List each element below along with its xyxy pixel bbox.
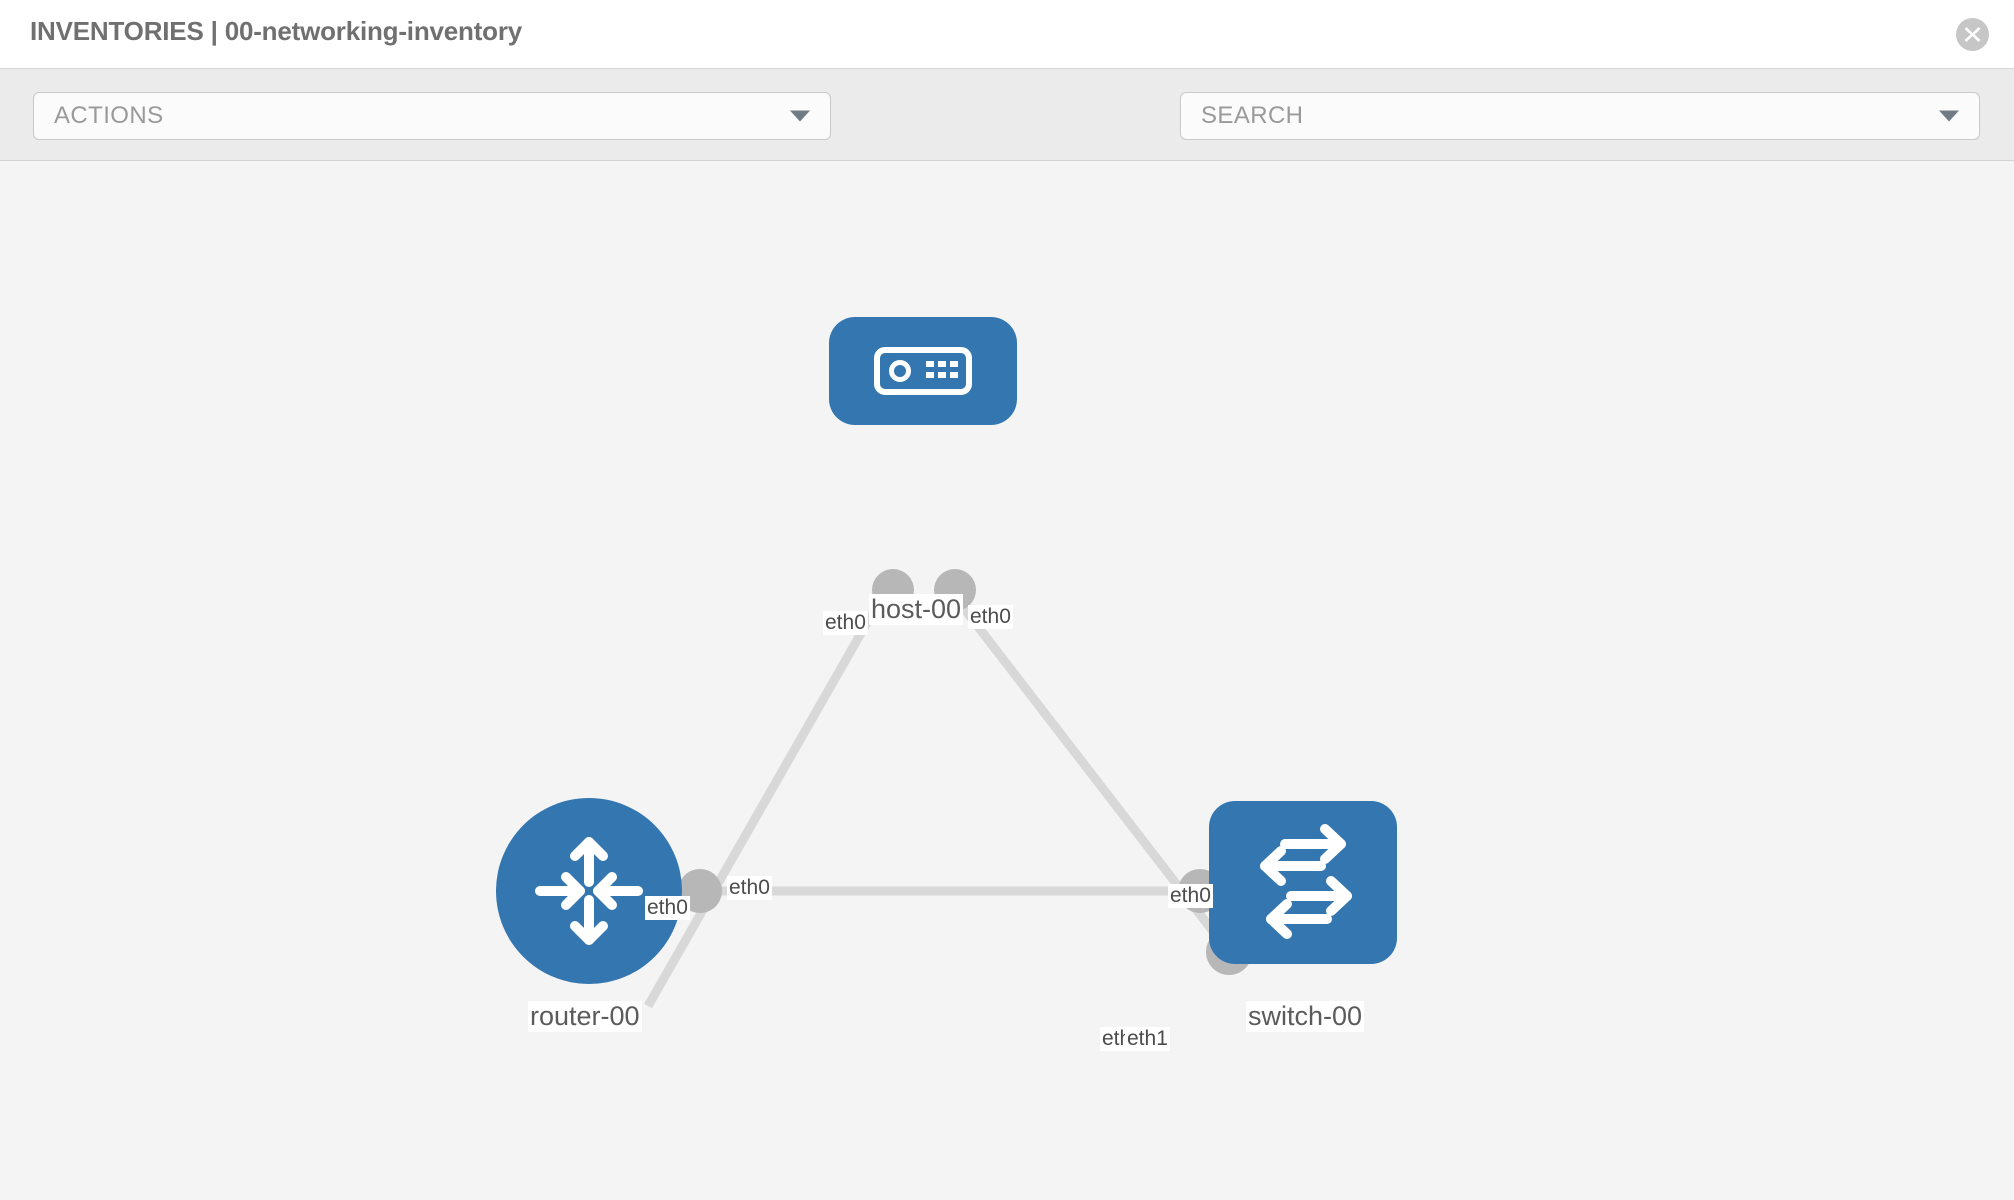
node-label-router-00: router-00 (528, 1001, 642, 1032)
close-button[interactable] (1956, 18, 1989, 51)
node-router-shape[interactable] (496, 798, 682, 984)
search-placeholder: SEARCH (1201, 102, 1304, 129)
node-switch-00[interactable] (1209, 801, 1397, 964)
router-arrows-icon (535, 837, 643, 945)
edge-label-router-upper: eth0 (645, 896, 690, 920)
node-switch-shape[interactable] (1209, 801, 1397, 964)
page-title: INVENTORIES | 00-networking-inventory (30, 16, 523, 46)
chevron-down-icon (1939, 110, 1959, 122)
page-header: INVENTORIES | 00-networking-inventory (0, 0, 2014, 69)
node-label-switch-00: switch-00 (1246, 1001, 1365, 1032)
actions-dropdown[interactable]: ACTIONS (33, 92, 831, 140)
switch-arrows-icon (1260, 823, 1352, 939)
actions-dropdown-label: ACTIONS (54, 102, 164, 129)
edge-label-switch-left: eth1 (1125, 1027, 1170, 1051)
node-host-shape[interactable] (829, 317, 1017, 425)
topology-canvas[interactable]: host-00 router (0, 161, 2014, 1200)
edge-label-host-left: eth0 (823, 611, 868, 635)
edge-label-router-right: eth0 (727, 876, 772, 900)
toolbar: ACTIONS SEARCH (0, 69, 2014, 198)
close-icon (1964, 27, 1981, 42)
chevron-down-icon (790, 110, 810, 122)
search-input[interactable]: SEARCH (1180, 92, 1980, 140)
node-label-host-00: host-00 (869, 594, 964, 625)
server-icon (874, 347, 972, 395)
node-router-00[interactable] (496, 798, 682, 984)
node-host-00[interactable] (829, 317, 1017, 425)
edge-label-host-right: eth0 (968, 605, 1013, 629)
edge-label-switch-upper: eth0 (1168, 884, 1213, 908)
